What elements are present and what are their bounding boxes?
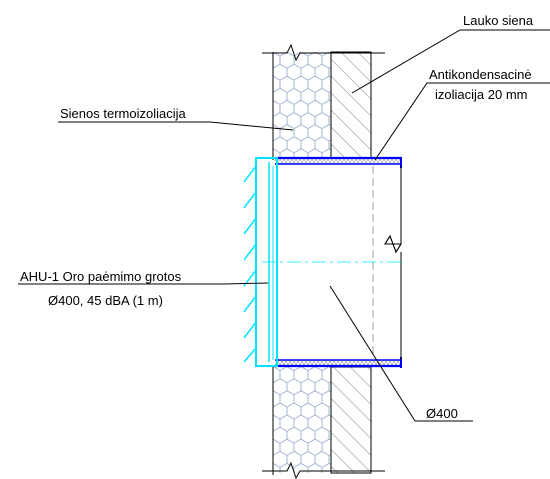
duct-diameter-label: Ø400 [426,406,458,421]
zigzag-break-icon [262,43,385,479]
grille-label-1: AHU-1 Oro paėmimo grotos [20,269,182,284]
duct-body [262,166,402,360]
anti-condensation-band [275,156,402,368]
grille-label-2: Ø400, 45 dBA (1 m) [48,293,163,308]
wall-insulation-label: Sienos termoizoliacija [60,106,186,121]
outer-wall-layer [330,51,372,474]
anti-condensation-label-1: Antikondensacinė [429,67,532,82]
leader-lines [18,29,550,422]
air-intake-grille [243,157,278,367]
wall-insulation-layer [272,52,331,475]
outer-wall-label: Lauko siena [463,13,534,28]
anti-condensation-label-2: izoliacija 20 mm [435,87,527,102]
